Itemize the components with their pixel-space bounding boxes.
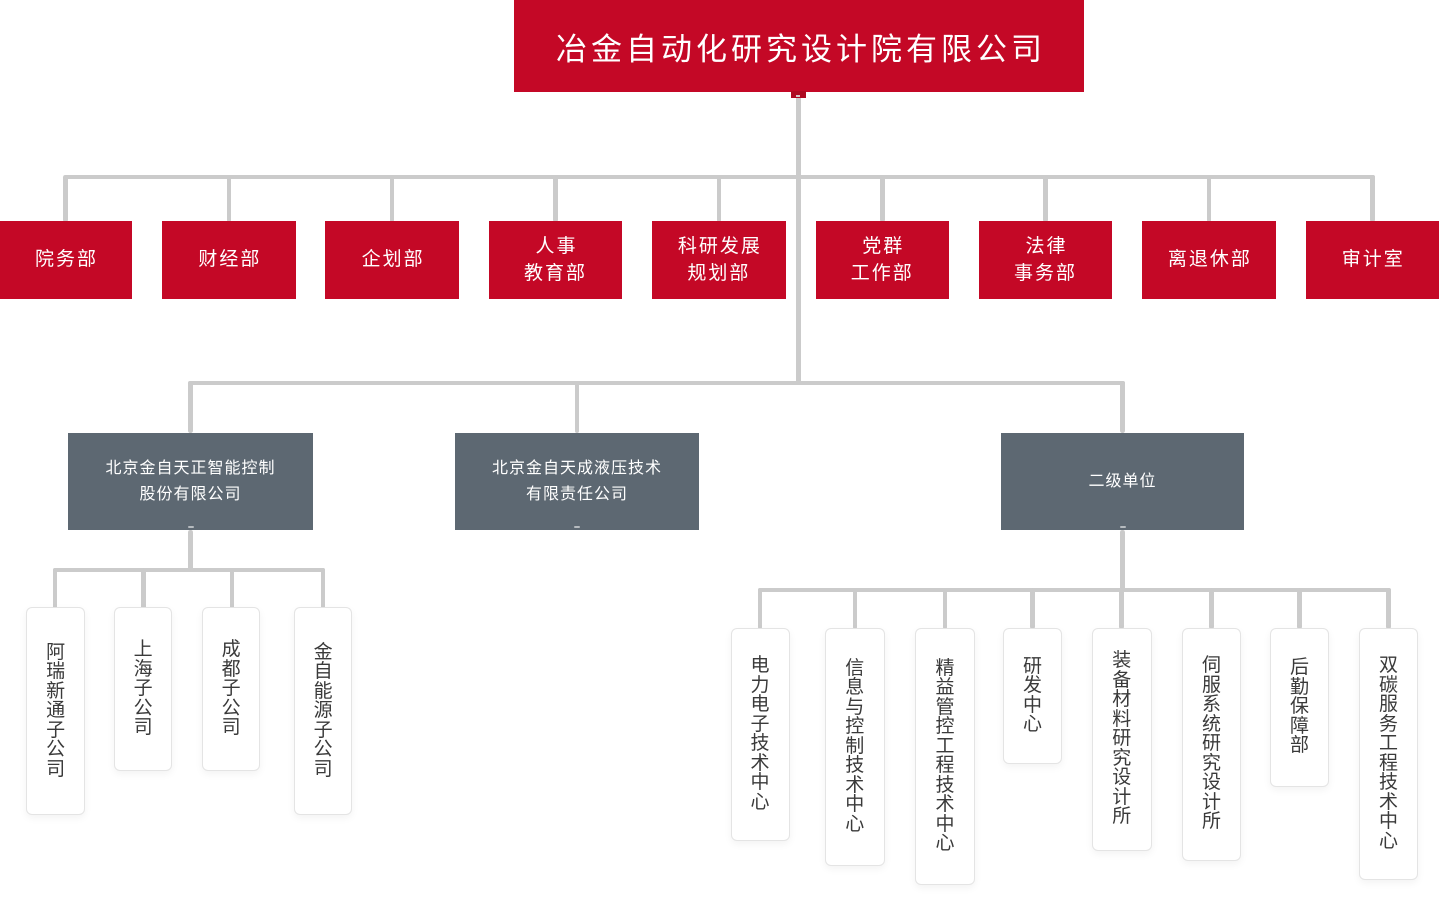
connector-right-stub	[1297, 588, 1302, 629]
root-node-label: 冶金自动化研究设计院有限公司	[556, 31, 1046, 67]
connector-row1-stub	[226, 174, 232, 222]
unit-node: 信息与控制技术中心	[825, 627, 885, 866]
unit-node-label: 电力电子技术中心	[750, 655, 770, 813]
root-node: 冶金自动化研究设计院有限公司	[514, 0, 1084, 92]
connector-right-stub	[1030, 588, 1035, 629]
department-node: 党群 工作部	[815, 221, 949, 299]
connector-left-stub	[141, 568, 146, 609]
department-node-label: 院务部	[35, 249, 99, 271]
subsidiary-node: 北京金自天正智能控制 股份有限公司	[68, 433, 313, 530]
unit-node-label: 成都子公司	[221, 639, 241, 739]
collapse-arrow-icon	[796, 94, 801, 97]
connector-left-stub	[320, 568, 326, 609]
unit-node: 金自能源子公司	[293, 607, 353, 815]
connector-left-stub	[229, 568, 234, 609]
department-node: 科研发展 规划部	[652, 221, 786, 299]
unit-node: 后勤保障部	[1270, 627, 1329, 787]
unit-node: 研发中心	[1003, 627, 1062, 764]
connector-right-stub	[1209, 588, 1214, 629]
connector-right-hline	[757, 588, 1391, 592]
department-node: 人事 教育部	[488, 221, 623, 299]
connector-row1-stub	[716, 174, 722, 222]
department-node-label: 法律 事务部	[1014, 235, 1078, 284]
unit-node: 电力电子技术中心	[730, 627, 790, 841]
connector-right-stub	[757, 588, 763, 629]
connector-row2-stub	[188, 381, 193, 433]
collapse-dash-icon[interactable]	[1119, 526, 1126, 528]
unit-node-label: 后勤保障部	[1289, 657, 1309, 757]
unit-node: 上海子公司	[113, 607, 173, 771]
unit-node-label: 研发中心	[1022, 655, 1042, 735]
connector-row1-stub	[63, 174, 68, 222]
unit-node-label: 上海子公司	[133, 639, 153, 739]
department-node-label: 财经部	[198, 249, 262, 271]
department-node: 法律 事务部	[978, 221, 1113, 299]
department-node: 离退休部	[1142, 221, 1276, 299]
unit-node-label: 双碳服务工程技术中心	[1378, 655, 1398, 852]
unit-node-label: 精益管控工程技术中心	[935, 657, 955, 854]
connector-row2-stub	[574, 381, 580, 433]
subsidiary-node: 北京金自天成液压技术 有限责任公司	[455, 433, 699, 530]
connector-row1-stub	[553, 174, 558, 222]
connector-row2-stub	[1120, 381, 1125, 433]
department-node: 财经部	[162, 221, 296, 299]
connector-right-drop	[1120, 530, 1125, 592]
connector-right-stub	[852, 588, 858, 629]
department-node-label: 企划部	[361, 249, 425, 271]
unit-node: 精益管控工程技术中心	[915, 627, 975, 885]
department-node-label: 党群 工作部	[850, 235, 914, 284]
subsidiary-node-label: 北京金自天正智能控制 股份有限公司	[105, 459, 276, 503]
department-node: 企划部	[325, 221, 459, 299]
unit-node: 双碳服务工程技术中心	[1359, 627, 1418, 880]
connector-left-hline	[52, 568, 326, 572]
unit-node-label: 信息与控制技术中心	[845, 657, 865, 835]
unit-node-label: 金自能源子公司	[313, 641, 333, 780]
subsidiary-node: 二级单位	[1001, 433, 1244, 530]
connector-row2-hline	[188, 381, 1125, 385]
collapse-dash-icon[interactable]	[574, 526, 580, 528]
unit-node: 阿瑞新通子公司	[26, 607, 85, 815]
connector-right-stub	[1386, 588, 1391, 629]
department-node-label: 科研发展 规划部	[677, 235, 762, 284]
connector-row1-stub	[1043, 174, 1048, 222]
department-node: 审计室	[1305, 221, 1439, 299]
connector-row1-stub	[1206, 174, 1212, 222]
root-collapse-toggle[interactable]	[790, 91, 807, 98]
connector-right-stub	[1119, 588, 1124, 629]
unit-node-label: 伺服系统研究设计所	[1201, 655, 1221, 833]
connector-left-stub	[52, 568, 58, 609]
connector-left-drop	[188, 530, 193, 572]
collapse-dash-icon[interactable]	[187, 526, 194, 528]
unit-node-label: 阿瑞新通子公司	[46, 641, 66, 780]
unit-node: 装备材料研究设计所	[1092, 627, 1152, 851]
department-node-label: 离退休部	[1167, 249, 1252, 271]
connector-row1-stub	[389, 174, 395, 222]
connector-row1-stub	[880, 174, 885, 222]
department-node-label: 人事 教育部	[524, 235, 588, 284]
department-node-label: 审计室	[1341, 249, 1405, 271]
subsidiary-node-label: 北京金自天成液压技术 有限责任公司	[491, 459, 662, 503]
unit-node-label: 装备材料研究设计所	[1112, 650, 1132, 828]
subsidiary-node-label: 二级单位	[1088, 472, 1157, 490]
connector-row1-stub	[1370, 174, 1375, 222]
connector-trunk	[796, 92, 801, 385]
unit-node: 成都子公司	[201, 607, 261, 771]
connector-right-stub	[942, 588, 948, 629]
department-node: 院务部	[0, 221, 133, 299]
unit-node: 伺服系统研究设计所	[1182, 627, 1241, 861]
